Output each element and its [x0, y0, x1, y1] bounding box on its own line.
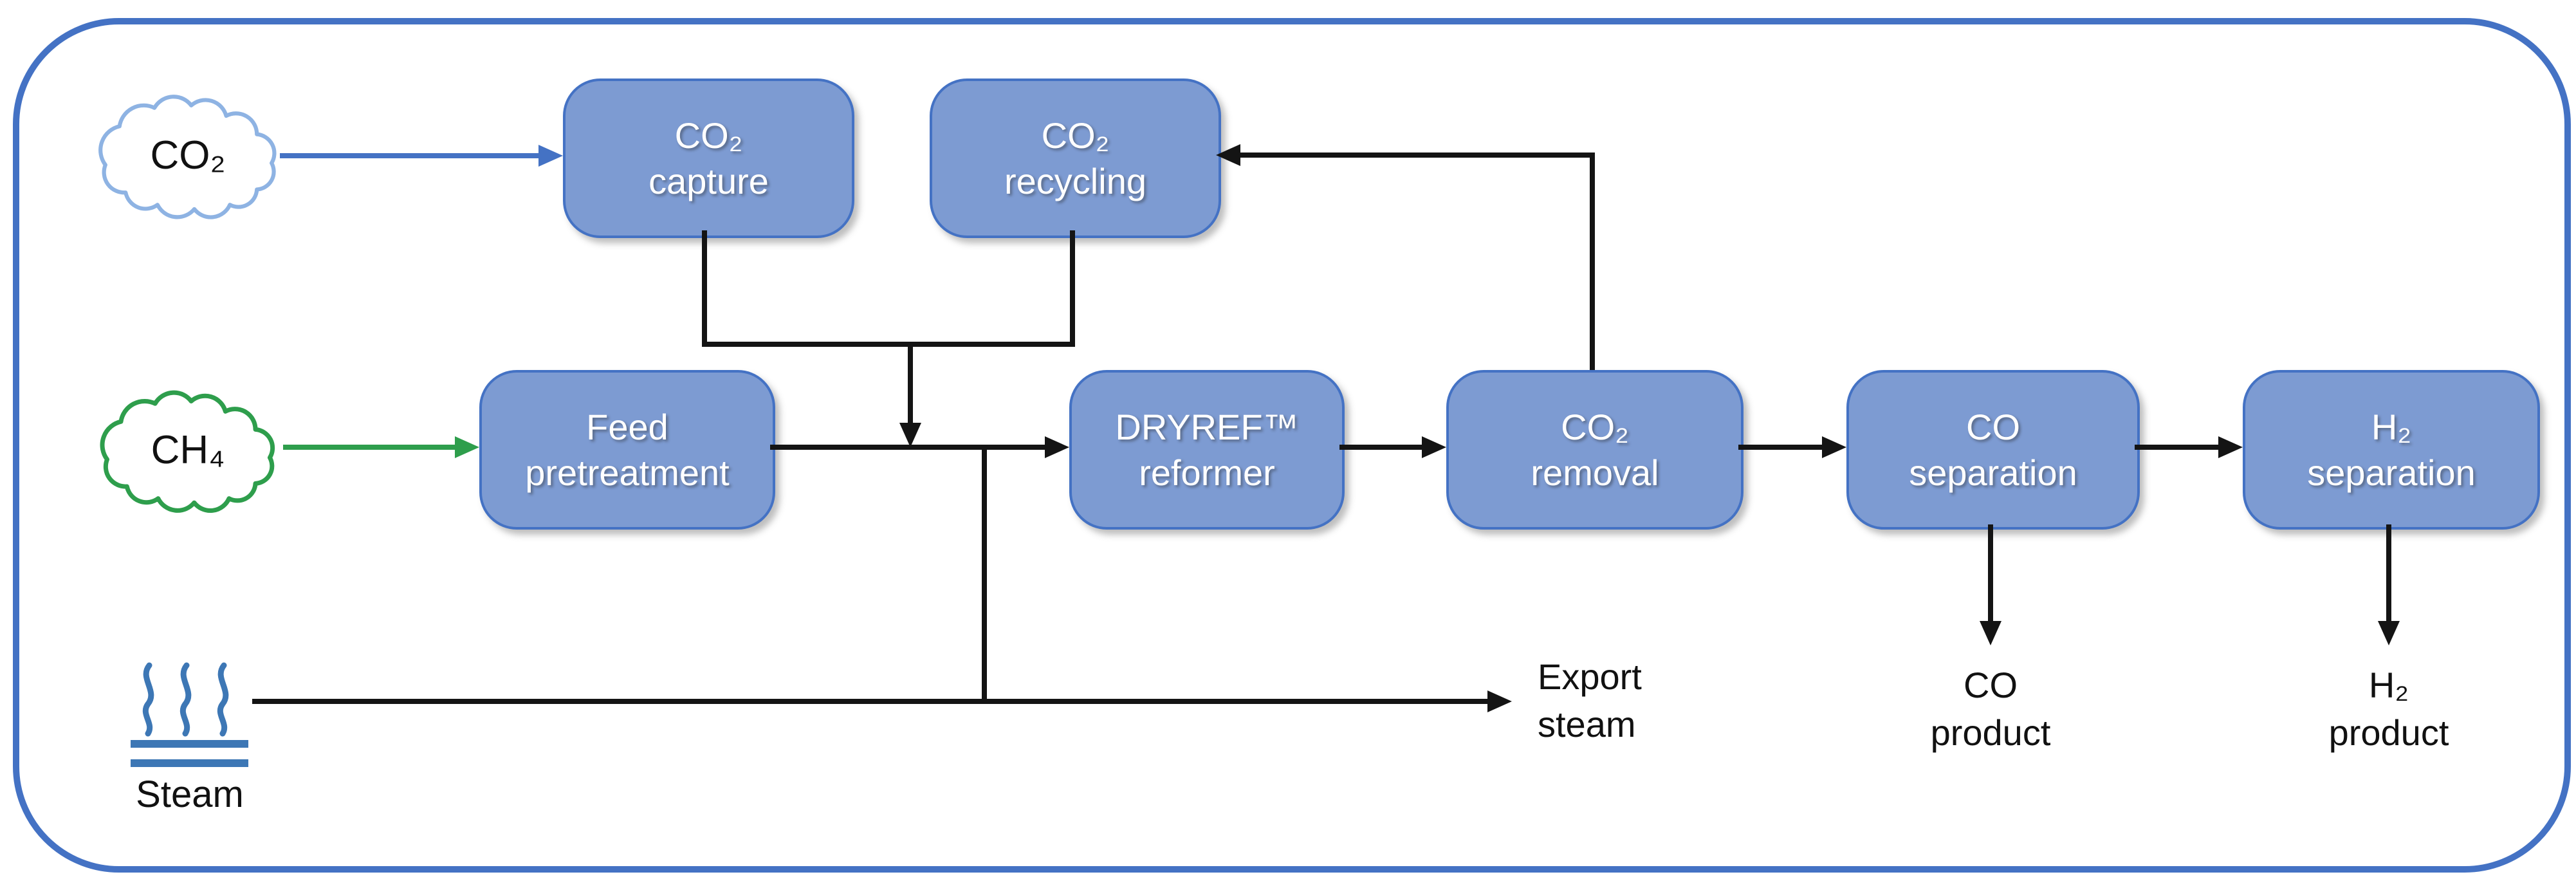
node-label-line: separation: [2307, 452, 2476, 493]
h2-product-label-line2: product: [2328, 712, 2449, 753]
export-steam-label-line1: Export: [1538, 656, 1642, 697]
co2-cloud-label: CO₂: [150, 133, 226, 178]
removal-recycle-return-line: [1240, 153, 1595, 158]
steam-header-line: [252, 699, 1487, 704]
co2-feed-arrow-line: [280, 153, 538, 158]
node-label-line: pretreatment: [525, 452, 730, 493]
recycle-return-arrowhead: [1216, 144, 1240, 166]
removal-recycle-up-line: [1590, 153, 1595, 370]
co-product-arrowhead: [1980, 621, 2001, 645]
node-label-line: reformer: [1139, 452, 1275, 493]
ch4-cloud-label: CH₄: [151, 428, 225, 472]
merge-connector-line: [702, 342, 1075, 347]
node-label-line: recycling: [1004, 161, 1146, 201]
co-product-label: CO product: [1894, 661, 2087, 757]
node-h2-separation: H₂ separation: [2243, 370, 2540, 530]
diagram-border: [13, 18, 2571, 873]
h2-product-label-line1: H₂: [2368, 665, 2409, 705]
co-product-label-line2: product: [1930, 712, 2051, 753]
cosep-to-h2sep-line: [2135, 445, 2218, 450]
node-label-line: H₂: [2371, 407, 2412, 447]
h2-product-line: [2386, 524, 2391, 621]
steam-icon: [131, 662, 248, 767]
co2-cloud-icon: [98, 95, 277, 219]
export-steam-label-line2: steam: [1538, 704, 1636, 745]
node-dryref-reformer: DRYREF™ reformer: [1069, 370, 1345, 530]
ch4-feed-arrowhead: [455, 436, 479, 458]
node-co2-recycling: CO₂ recycling: [930, 79, 1221, 238]
node-label-line: capture: [649, 161, 769, 201]
feed-to-reformer-arrowhead: [1045, 436, 1069, 458]
steam-branch-line: [982, 447, 987, 704]
node-feed-pretreatment: Feed pretreatment: [479, 370, 775, 530]
node-label-line: CO: [1966, 407, 2020, 447]
export-steam-arrowhead: [1487, 690, 1512, 712]
node-label-line: separation: [1909, 452, 2077, 493]
removal-to-cosep-arrowhead: [1822, 436, 1846, 458]
node-co-separation: CO separation: [1846, 370, 2140, 530]
co2-feed-arrowhead: [538, 145, 563, 167]
cosep-to-h2sep-arrowhead: [2218, 436, 2243, 458]
merge-down-arrowhead: [899, 423, 921, 447]
h2-product-arrowhead: [2378, 621, 2400, 645]
node-co2-capture: CO₂ capture: [563, 79, 854, 238]
co2-capture-down-line: [702, 230, 707, 347]
node-co2-removal: CO₂ removal: [1446, 370, 1743, 530]
co-product-line: [1988, 524, 1993, 621]
node-label-line: CO₂: [1041, 115, 1110, 156]
steam-label: Steam: [136, 773, 244, 815]
node-label-line: CO₂: [674, 115, 743, 156]
node-label-line: removal: [1531, 452, 1659, 493]
reformer-to-removal-line: [1339, 445, 1422, 450]
merge-down-line: [908, 342, 913, 423]
h2-product-label: H₂ product: [2292, 661, 2485, 757]
node-label-line: Feed: [586, 407, 668, 447]
ch4-cloud-icon: [100, 390, 275, 513]
reformer-to-removal-arrowhead: [1422, 436, 1446, 458]
removal-to-cosep-line: [1738, 445, 1822, 450]
export-steam-label: Export steam: [1538, 653, 1642, 748]
ch4-feed-arrow-line: [283, 445, 455, 450]
co-product-label-line1: CO: [1964, 665, 2018, 705]
node-label-line: CO₂: [1561, 407, 1629, 447]
co2-recycling-down-line: [1070, 230, 1075, 347]
feed-to-reformer-line: [770, 445, 1045, 450]
node-label-line: DRYREF™: [1115, 407, 1299, 447]
